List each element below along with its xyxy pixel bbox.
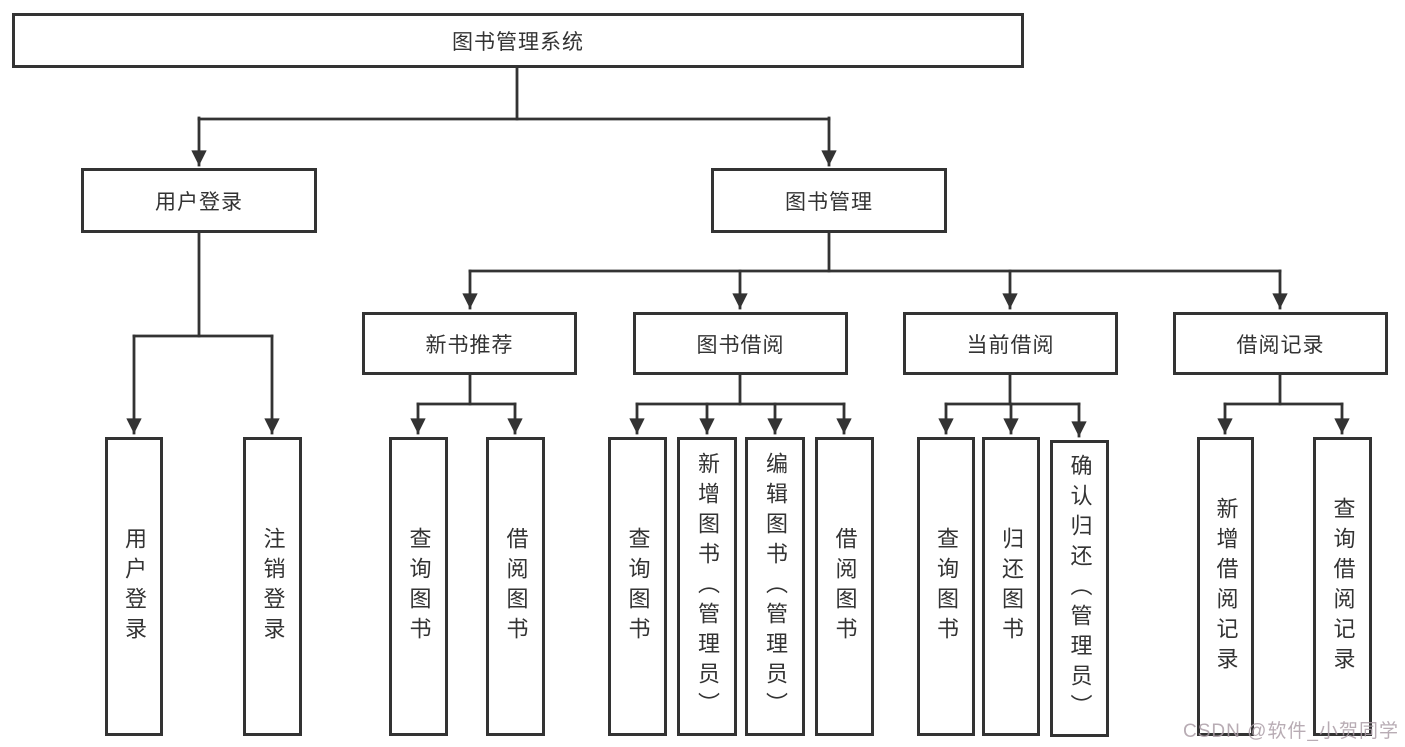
connector-book-borrow-split: [629, 373, 852, 435]
connector-book-management-split: [462, 231, 1288, 310]
node-borrow-record-label: 借阅记录: [1236, 333, 1325, 357]
leaf-user-login: 用户登录: [105, 437, 163, 736]
leaf-borrow-book-label: 借阅图书: [832, 526, 858, 647]
leaf-add-book-admin: 新增图书（管理员）: [677, 437, 737, 736]
leaf-user-login-label: 用户登录: [122, 526, 147, 647]
node-current-borrow-label: 当前借阅: [966, 333, 1055, 357]
connector-root-split: [191, 66, 837, 167]
leaf-recommend-borrow-book: 借阅图书: [486, 437, 545, 736]
node-root-label: 图书管理系统: [452, 30, 584, 54]
leaf-logout: 注销登录: [243, 437, 302, 736]
node-book-borrow-label: 图书借阅: [696, 333, 785, 357]
node-user-login: 用户登录: [81, 168, 317, 233]
leaf-return-book-label: 归还图书: [999, 526, 1024, 647]
leaf-current-query-book-label: 查询图书: [934, 526, 959, 647]
leaf-recommend-query-book: 查询图书: [389, 437, 448, 736]
leaf-borrow-book: 借阅图书: [815, 437, 874, 736]
node-new-book-recommend-label: 新书推荐: [425, 333, 514, 357]
leaf-query-borrow-record-label: 查询借阅记录: [1330, 496, 1356, 677]
leaf-recommend-borrow-book-label: 借阅图书: [503, 526, 529, 647]
csdn-watermark: CSDN @软件_小贺同学: [1183, 721, 1399, 742]
node-user-login-label: 用户登录: [155, 190, 243, 214]
connector-current-borrow-split: [938, 373, 1087, 438]
node-current-borrow: 当前借阅: [903, 312, 1118, 375]
leaf-edit-book-admin: 编辑图书（管理员）: [745, 437, 805, 736]
node-book-borrow: 图书借阅: [633, 312, 848, 375]
leaf-current-query-book: 查询图书: [917, 437, 975, 736]
connector-user-login-split: [126, 231, 280, 435]
node-book-management: 图书管理: [711, 168, 947, 233]
connector-borrow-record-split: [1217, 373, 1350, 435]
leaf-confirm-return-admin-label: 确认归还（管理员）: [1067, 453, 1093, 724]
leaf-add-borrow-record-label: 新增借阅记录: [1213, 496, 1239, 677]
node-root-system: 图书管理系统: [12, 13, 1024, 68]
leaf-return-book: 归还图书: [982, 437, 1040, 736]
leaf-recommend-query-book-label: 查询图书: [406, 526, 432, 647]
leaf-query-borrow-record: 查询借阅记录: [1313, 437, 1372, 736]
node-new-book-recommend: 新书推荐: [362, 312, 577, 375]
node-book-management-label: 图书管理: [785, 190, 873, 214]
connector-new-book-split: [410, 373, 523, 435]
leaf-borrow-query-book: 查询图书: [608, 437, 667, 736]
leaf-add-book-admin-label: 新增图书（管理员）: [695, 451, 720, 722]
node-borrow-record: 借阅记录: [1173, 312, 1388, 375]
leaf-borrow-query-book-label: 查询图书: [625, 526, 651, 647]
leaf-logout-label: 注销登录: [260, 526, 286, 647]
leaf-confirm-return-admin: 确认归还（管理员）: [1050, 440, 1109, 737]
leaf-add-borrow-record: 新增借阅记录: [1197, 437, 1254, 736]
leaf-edit-book-admin-label: 编辑图书（管理员）: [763, 451, 788, 722]
